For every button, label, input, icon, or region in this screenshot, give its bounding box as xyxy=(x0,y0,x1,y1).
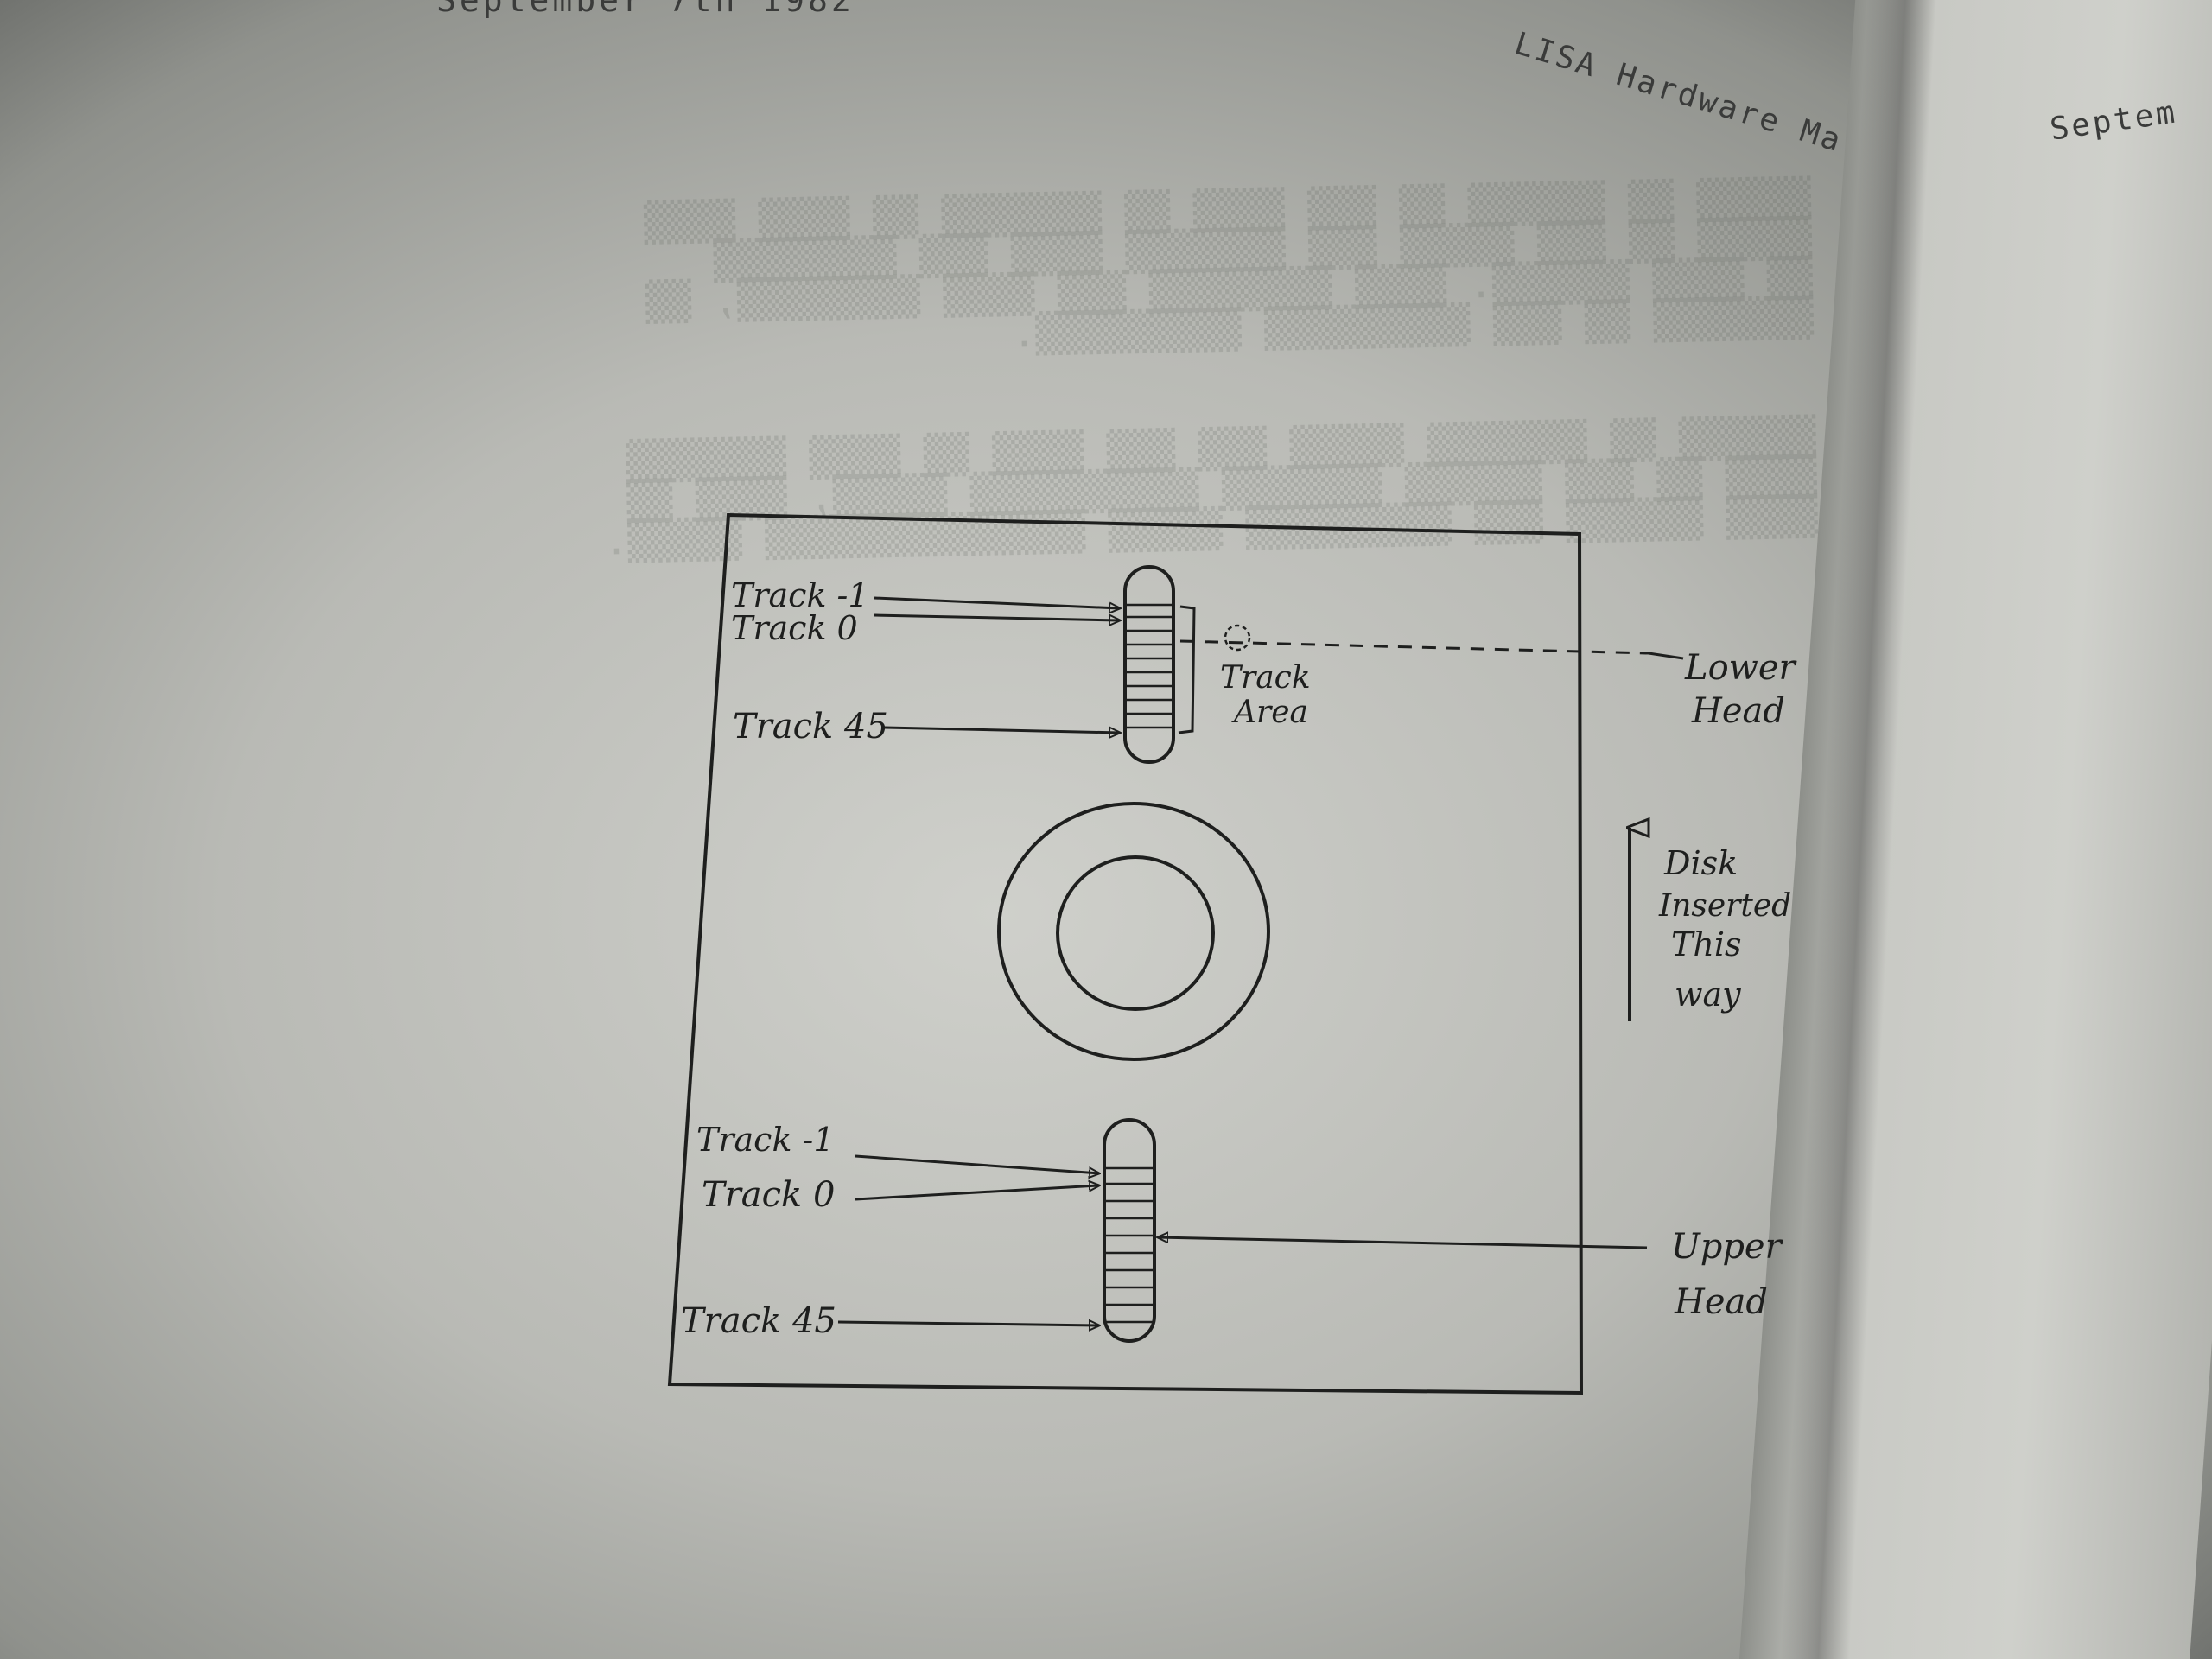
arrow-lower-track-minus1 xyxy=(874,596,1120,608)
label-lower-track-45: Track 45 xyxy=(733,707,888,747)
label-track-area-line1: Track xyxy=(1220,660,1311,696)
track-area-bracket xyxy=(1178,605,1196,734)
lower-head-slot xyxy=(1123,565,1175,764)
disk-hub-inner xyxy=(1056,855,1215,1011)
arrow-upper-track-45 xyxy=(837,1322,1099,1325)
arrow-upper-track-minus1 xyxy=(855,1154,1099,1173)
diagram-frame xyxy=(667,512,1584,1395)
upper-head-slot xyxy=(1103,1118,1156,1343)
label-upper-track-0: Track 0 xyxy=(702,1175,835,1215)
arrow-lower-track-45 xyxy=(884,726,1120,733)
label-lower-track-minus1: Track -1 xyxy=(731,576,869,614)
label-lower-head-line2: Head xyxy=(1691,691,1785,731)
disk-hub-outer xyxy=(997,802,1270,1061)
label-upper-head-line1: Upper xyxy=(1671,1227,1784,1267)
label-insert-line1: Disk xyxy=(1663,844,1738,882)
label-upper-head-line2: Head xyxy=(1674,1282,1768,1322)
label-insert-line2: Inserted xyxy=(1658,888,1791,924)
label-upper-track-minus1: Track -1 xyxy=(696,1121,835,1159)
label-lower-track-0: Track 0 xyxy=(731,609,858,647)
label-lower-head-line1: Lower xyxy=(1684,648,1798,688)
label-insert-line4: way xyxy=(1675,976,1741,1014)
upper-head-pointer xyxy=(1158,1237,1648,1249)
header-date: September 7th 1982 xyxy=(436,0,855,19)
arrow-upper-track-0 xyxy=(855,1185,1099,1201)
lower-head-position-icon xyxy=(1224,624,1251,652)
label-insert-line3: This xyxy=(1671,925,1741,963)
arrow-lower-track-0 xyxy=(874,613,1120,620)
label-track-area-line2: Area xyxy=(1231,695,1308,730)
label-upper-track-45: Track 45 xyxy=(681,1301,836,1341)
lower-head-pointer xyxy=(1179,639,1649,655)
